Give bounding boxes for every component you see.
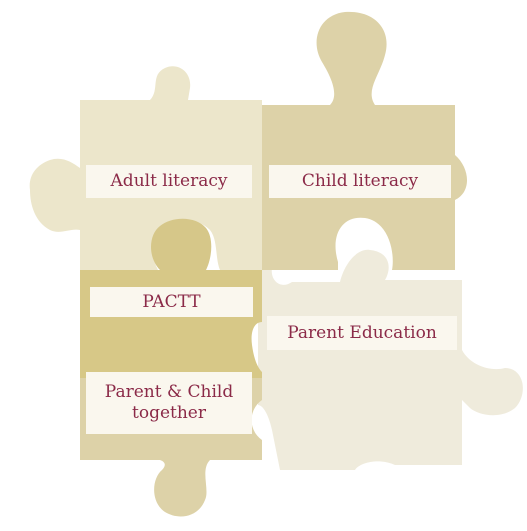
puzzle-knob: [151, 218, 212, 270]
label-parent-child-line1: Parent & Child: [104, 382, 234, 402]
label-parent-child-together: Parent & Child together: [86, 372, 252, 434]
label-adult-literacy: Adult literacy: [86, 165, 252, 198]
label-child-literacy: Child literacy: [269, 165, 451, 198]
label-parent-education: Parent Education: [267, 316, 457, 350]
label-parent-child-line2: together: [132, 403, 206, 423]
label-pactt: PACTT: [90, 287, 253, 317]
puzzle-piece-child-literacy: [262, 11, 468, 270]
